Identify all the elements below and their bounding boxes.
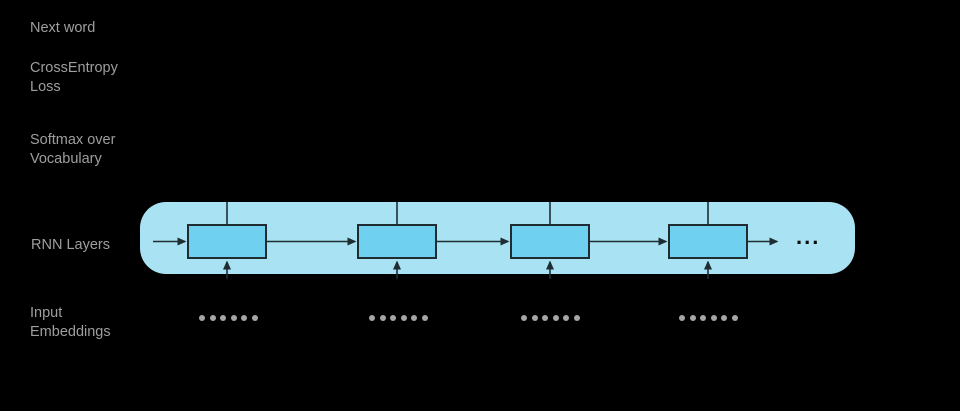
embedding-dot — [721, 315, 727, 321]
embedding-dot — [521, 315, 527, 321]
continuation-ellipsis: ... — [796, 224, 821, 249]
embedding-dot — [369, 315, 375, 321]
rnn-cell-box — [187, 224, 267, 259]
label-crossentropy-loss: CrossEntropy Loss — [30, 60, 118, 95]
embedding-dot — [542, 315, 548, 321]
embedding-dot — [552, 315, 559, 321]
rnn-cell-box — [510, 224, 590, 259]
histogram-icon — [516, 119, 579, 173]
embedding-dot — [421, 315, 428, 321]
input-embedding-dots — [199, 315, 258, 321]
embedding-dot — [400, 315, 407, 321]
embedding-dot — [710, 315, 717, 321]
histogram-icon — [362, 119, 425, 173]
embedding-dot — [379, 315, 386, 321]
label-rnn-layers: RNN Layers — [31, 237, 110, 253]
embedding-dot — [209, 315, 216, 321]
embedding-dot — [390, 315, 396, 321]
embedding-dot — [230, 315, 237, 321]
embedding-dot — [251, 315, 258, 321]
rnn-cell-box — [357, 224, 437, 259]
embedding-dot — [563, 315, 569, 321]
histogram-icon — [674, 119, 737, 173]
input-embedding-dots — [521, 315, 580, 321]
histogram-icon — [193, 119, 256, 173]
rnn-cell-box — [668, 224, 748, 259]
embedding-dot — [573, 315, 580, 321]
embedding-dot — [689, 315, 696, 321]
embedding-dot — [199, 315, 205, 321]
embedding-dot — [531, 315, 538, 321]
label-softmax-over-vocabulary: Softmax over Vocabulary — [30, 132, 116, 167]
input-embedding-dots — [369, 315, 428, 321]
input-embedding-dots — [679, 315, 738, 321]
embedding-dot — [731, 315, 738, 321]
label-next-word: Next word — [30, 20, 96, 36]
embedding-dot — [241, 315, 247, 321]
embedding-dot — [679, 315, 685, 321]
embedding-dot — [411, 315, 417, 321]
embedding-dot — [700, 315, 706, 321]
label-input-embeddings: Input Embeddings — [30, 305, 111, 340]
embedding-dot — [220, 315, 226, 321]
